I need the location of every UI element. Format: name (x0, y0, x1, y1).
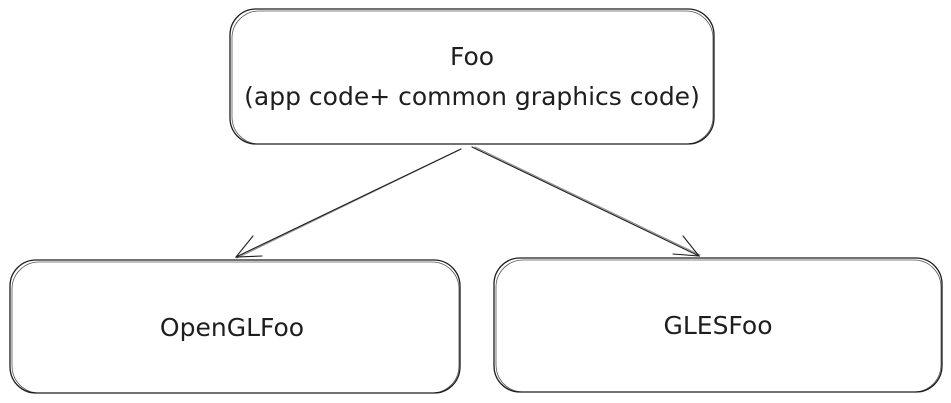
edge-foo-to-openglfoo-line-sketch (236, 149, 460, 259)
node-glesfoo[interactable]: GLESFoo (493, 257, 943, 393)
node-glesfoo-box-sketch (495, 259, 942, 393)
edge-foo-to-glesfoo (471, 146, 701, 257)
node-foo-title: Foo (450, 42, 494, 71)
node-openglfoo-label: OpenGLFoo (160, 313, 304, 342)
node-openglfoo[interactable]: OpenGLFoo (9, 259, 461, 394)
node-foo-box-sketch (231, 10, 714, 145)
node-foo[interactable]: Foo (app code+ common graphics code) (229, 8, 715, 145)
edge-foo-to-openglfoo (234, 148, 462, 259)
edge-foo-to-openglfoo-arrowhead (234, 235, 263, 258)
edge-foo-to-glesfoo-line (471, 146, 700, 257)
edge-foo-to-glesfoo-arrowhead (672, 235, 701, 257)
edge-foo-to-glesfoo-line-sketch (474, 146, 701, 256)
node-foo-subtitle: (app code+ common graphics code) (244, 82, 700, 111)
node-glesfoo-label: GLESFoo (663, 311, 772, 340)
node-openglfoo-box-sketch (11, 261, 460, 394)
node-foo-box (229, 8, 715, 145)
